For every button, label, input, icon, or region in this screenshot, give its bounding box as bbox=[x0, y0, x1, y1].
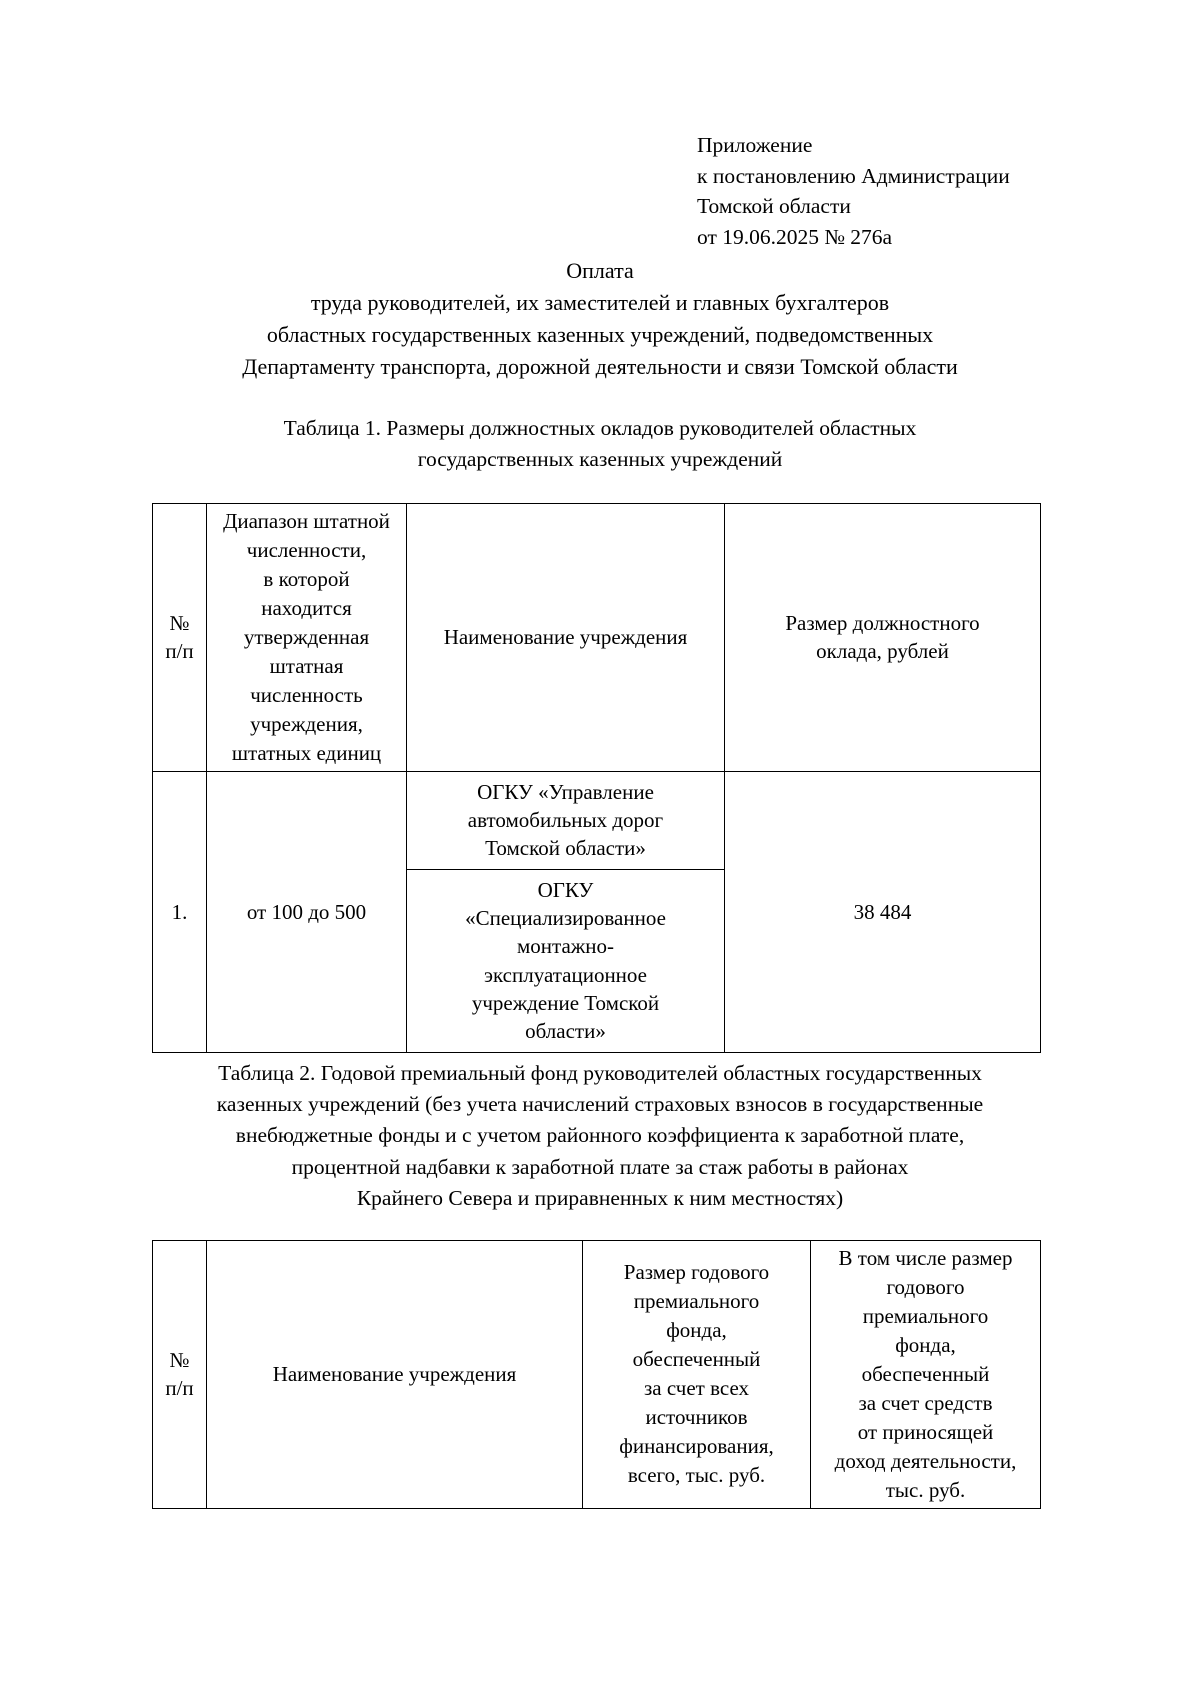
appendix-ref-line-2: к постановлению Администрации bbox=[697, 163, 1010, 188]
institution-2-line-5: учреждение Томской bbox=[471, 991, 660, 1016]
institution-sublist: ОГКУ «Управление автомобильных дорог Том… bbox=[407, 771, 724, 1052]
bonus-income-line-4: фонда, bbox=[895, 1332, 956, 1357]
table-2-caption-line-3: внебюджетные фонды и с учетом районного … bbox=[235, 1123, 965, 1148]
doc-title-line-3: областных государственных казенных учреж… bbox=[266, 321, 934, 347]
row-salary-amount: 38 484 bbox=[724, 770, 1041, 1053]
header-number-line-2: п/п bbox=[165, 639, 194, 664]
table-salary-ranges: № п/п Диапазон штатной численности, в ко… bbox=[152, 503, 1041, 1053]
header-cell-bonus-income-activity: В том числе размер годового премиального… bbox=[810, 1240, 1041, 1509]
bonus-income-line-2: годового bbox=[886, 1274, 965, 1299]
institution-1-line-3: Томской области» bbox=[485, 836, 646, 861]
header-cell-salary-amount: Размер должностного оклада, рублей bbox=[724, 503, 1041, 772]
header-number-line-2: п/п bbox=[165, 1376, 194, 1401]
header-cell-number: № п/п bbox=[152, 503, 207, 772]
institution-1-line-1: ОГКУ «Управление bbox=[477, 779, 654, 804]
institution-1: ОГКУ «Управление автомобильных дорог Том… bbox=[407, 771, 724, 870]
table-2-caption-line-4: процентной надбавки к заработной плате з… bbox=[291, 1154, 909, 1179]
table-2-caption-line-1: Таблица 2. Годовой премиальный фонд руко… bbox=[218, 1061, 982, 1085]
institution-2-line-6: области» bbox=[525, 1019, 606, 1044]
table-2-caption-line-5: Крайнего Севера и приравненных к ним мес… bbox=[356, 1185, 844, 1210]
bonus-income-line-9: тыс. руб. bbox=[885, 1477, 966, 1502]
doc-title-line-1: Оплата bbox=[566, 258, 634, 283]
staff-range-line-6: штатная bbox=[269, 653, 344, 678]
bonus-income-line-3: премиального bbox=[862, 1303, 989, 1328]
table-2-caption: Таблица 2. Годовой премиальный фонд руко… bbox=[100, 1058, 1100, 1214]
header-cell-institution-name: Наименование учреждения bbox=[206, 1240, 583, 1509]
salary-amount-line-2: оклада, рублей bbox=[816, 639, 949, 664]
row-institutions-cell: ОГКУ «Управление автомобильных дорог Том… bbox=[406, 770, 725, 1053]
table-1-caption: Таблица 1. Размеры должностных окладов р… bbox=[120, 413, 1080, 475]
institution-item: ОГКУ «Специализированное монтажно- экспл… bbox=[407, 869, 724, 1052]
bonus-all-line-6: источников bbox=[645, 1405, 748, 1430]
table-1-caption-line-1: Таблица 1. Размеры должностных окладов р… bbox=[283, 416, 917, 440]
table-annual-bonus-fund: № п/п Наименование учреждения Размер год… bbox=[152, 1240, 1041, 1509]
header-number-line-1: № bbox=[169, 1348, 190, 1373]
staff-range-line-2: численности, bbox=[246, 537, 367, 562]
staff-range-line-7: численность bbox=[250, 682, 363, 707]
staff-range-line-4: находится bbox=[261, 595, 352, 620]
bonus-all-line-5: за счет всех bbox=[644, 1376, 749, 1401]
table-2-caption-line-2: казенных учреждений (без учета начислени… bbox=[216, 1092, 984, 1117]
doc-title-line-4: Департаменту транспорта, дорожной деятел… bbox=[242, 353, 958, 379]
bonus-all-line-7: финансирования, bbox=[619, 1434, 774, 1459]
appendix-ref-line-3: Томской области bbox=[697, 194, 851, 219]
staff-range-line-5: утвержденная bbox=[243, 624, 370, 649]
table-header-row: № п/п Диапазон штатной численности, в ко… bbox=[152, 503, 1041, 772]
doc-title-line-2: труда руководителей, их заместителей и г… bbox=[310, 289, 890, 315]
institution-2-line-3: монтажно- bbox=[516, 934, 615, 959]
table-1-caption-line-2: государственных казенных учреждений bbox=[417, 447, 783, 472]
header-cell-staff-range: Диапазон штатной численности, в которой … bbox=[206, 503, 407, 772]
row-staff-range: от 100 до 500 bbox=[206, 770, 407, 1053]
staff-range-line-1: Диапазон штатной bbox=[223, 509, 390, 533]
header-cell-bonus-all-sources: Размер годового премиального фонда, обес… bbox=[582, 1240, 811, 1509]
institution-2-line-1: ОГКУ bbox=[537, 877, 594, 902]
staff-range-line-8: учреждения, bbox=[250, 711, 363, 736]
institution-2-line-4: эксплуатационное bbox=[483, 962, 648, 987]
bonus-income-line-1: В том числе размер bbox=[838, 1246, 1013, 1270]
staff-range-line-3: в которой bbox=[263, 566, 350, 591]
institution-2: ОГКУ «Специализированное монтажно- экспл… bbox=[407, 869, 724, 1052]
bonus-all-line-4: обеспеченный bbox=[632, 1347, 761, 1372]
header-cell-institution-name: Наименование учреждения bbox=[406, 503, 725, 772]
bonus-all-line-2: премиального bbox=[633, 1289, 760, 1314]
appendix-reference: Приложение к постановлению Администрации… bbox=[697, 130, 1117, 252]
header-number-line-1: № bbox=[169, 611, 190, 636]
row-number: 1. bbox=[152, 770, 207, 1053]
salary-amount-line-1: Размер должностного bbox=[785, 611, 980, 636]
bonus-income-line-8: доход деятельности, bbox=[834, 1448, 1017, 1473]
staff-range-line-9: штатных единиц bbox=[231, 740, 382, 765]
appendix-ref-line-1: Приложение bbox=[697, 133, 813, 157]
bonus-income-line-7: от приносящей bbox=[857, 1419, 994, 1444]
bonus-income-line-5: обеспеченный bbox=[861, 1361, 990, 1386]
table-header-row: № п/п Наименование учреждения Размер год… bbox=[152, 1240, 1041, 1509]
appendix-ref-line-4: от 19.06.2025 № 276а bbox=[697, 224, 893, 249]
page-title: Оплата труда руководителей, их заместите… bbox=[90, 255, 1110, 383]
bonus-all-line-1: Размер годового bbox=[623, 1260, 770, 1285]
bonus-income-line-6: за счет средств bbox=[858, 1390, 993, 1415]
header-cell-number: № п/п bbox=[152, 1240, 207, 1509]
bonus-all-line-8: всего, тыс. руб. bbox=[627, 1463, 766, 1488]
institution-1-line-2: автомобильных дорог bbox=[467, 808, 664, 833]
table-row: 1. от 100 до 500 ОГКУ «Управление автомо… bbox=[152, 770, 1041, 1053]
bonus-all-line-3: фонда, bbox=[666, 1318, 727, 1343]
institution-2-line-2: «Специализированное bbox=[465, 906, 666, 931]
institution-item: ОГКУ «Управление автомобильных дорог Том… bbox=[407, 771, 724, 870]
